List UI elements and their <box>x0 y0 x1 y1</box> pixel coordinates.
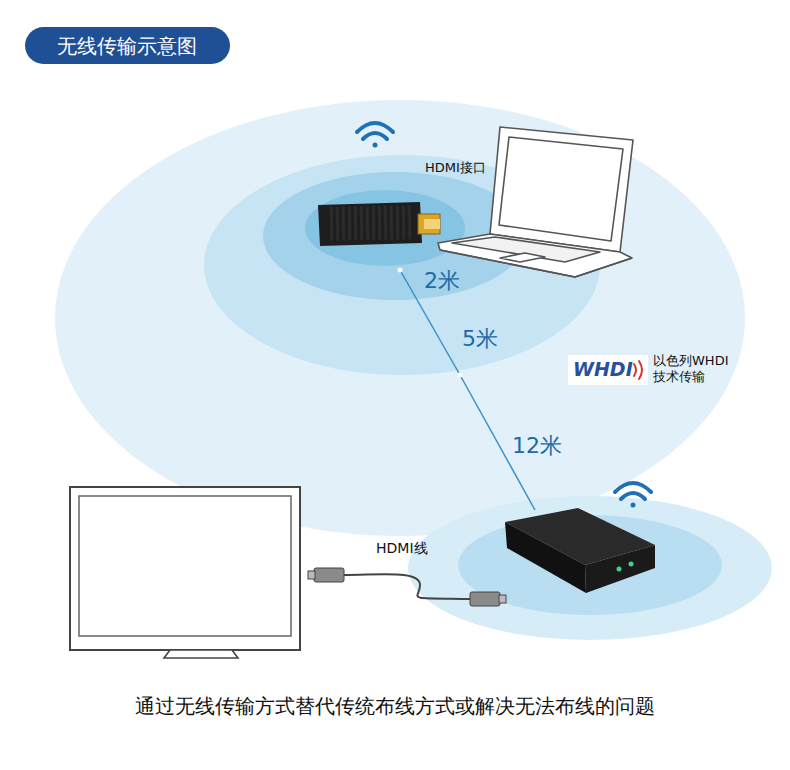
wifi-icon <box>615 483 651 508</box>
distance-label: 12米 <box>512 433 562 459</box>
range-12m <box>55 100 745 536</box>
distance-label: 5米 <box>462 326 498 352</box>
receiver-box <box>505 508 655 770</box>
laptop <box>438 127 633 277</box>
cable-label: HDMI线 <box>376 540 428 557</box>
wifi-icon <box>357 123 393 148</box>
distance-dot <box>458 373 463 378</box>
technology-note: 以色列WHDI 技术传输 <box>653 353 737 384</box>
distance-dot <box>398 268 403 273</box>
diagram-title: 无线传输示意图 <box>57 34 197 58</box>
whdi-logo <box>568 355 648 385</box>
hdmi-dongle <box>318 202 440 246</box>
caption: 通过无线传输方式替代传统布线方式或解决无法布线的问题 <box>0 694 790 718</box>
distance-label: 2米 <box>424 268 460 294</box>
port-label: HDMI接口 <box>425 160 486 176</box>
logo-text: WHDI <box>573 358 633 381</box>
hdmi-cable <box>308 568 506 606</box>
receiver-range-outer <box>408 496 772 640</box>
range-core <box>305 190 465 266</box>
title-pill <box>25 27 230 64</box>
tv <box>70 487 300 658</box>
distance-line <box>400 270 535 510</box>
